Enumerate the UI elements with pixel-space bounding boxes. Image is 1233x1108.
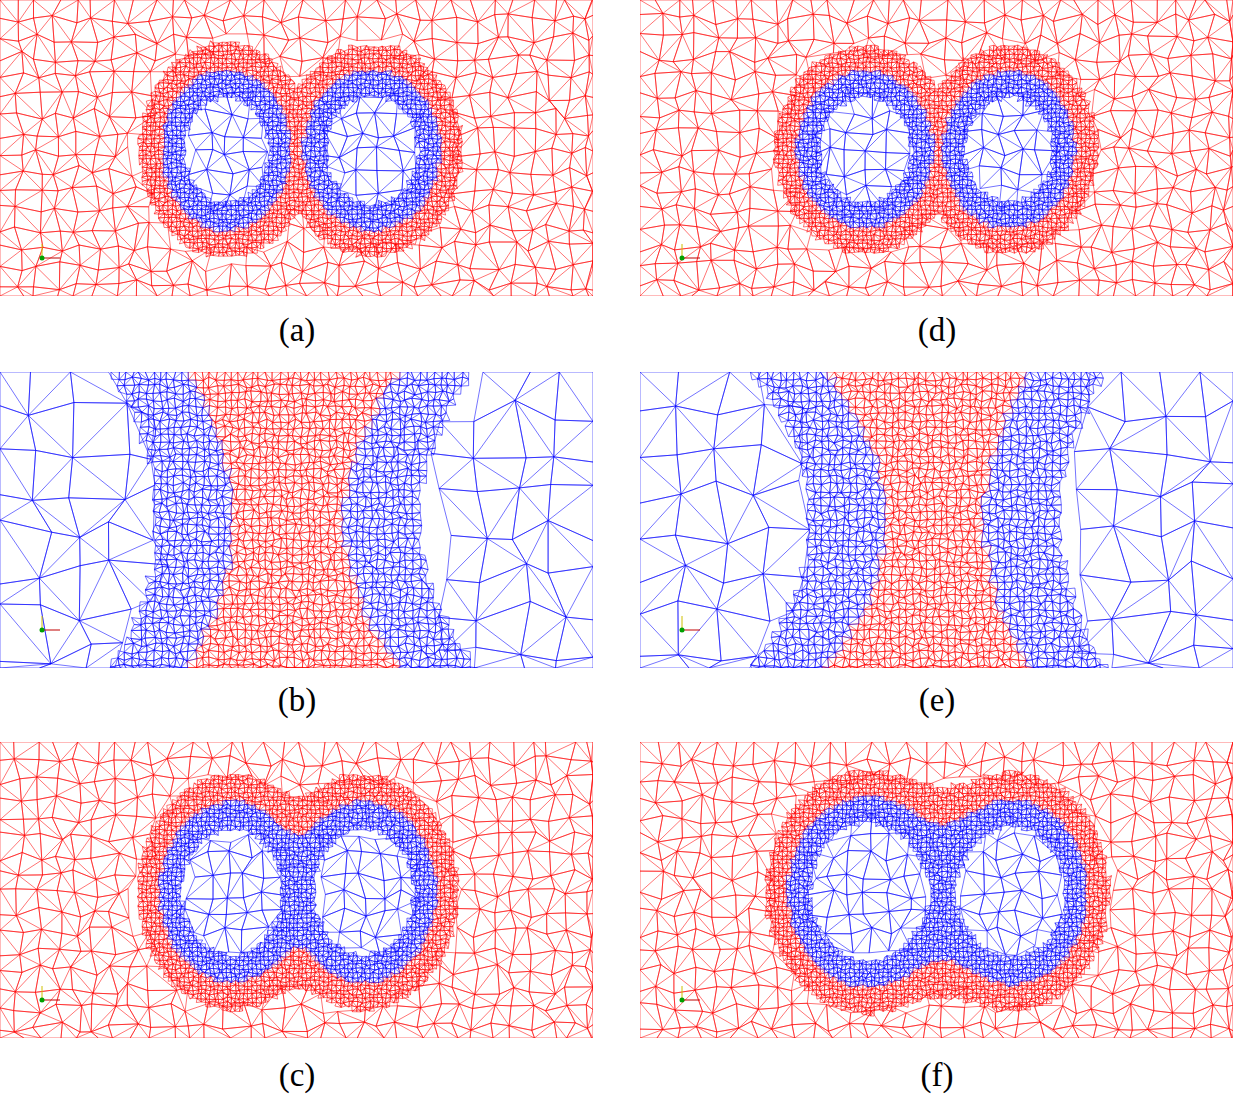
mesh-lines: [163, 70, 441, 232]
mesh-lines: [795, 70, 1078, 227]
mesh-panel: [640, 0, 1233, 296]
mesh-panel: [0, 742, 593, 1038]
axis-triad: [680, 244, 701, 261]
axis-triad: [40, 616, 61, 633]
axis-triad: [40, 986, 61, 1003]
axis-triad: [40, 244, 61, 261]
panel-label: (d): [918, 312, 956, 349]
panel-label: (e): [919, 682, 956, 719]
mesh-lines: [0, 742, 593, 1038]
mesh-lines: [786, 796, 1087, 987]
panel-label: (f): [921, 1057, 954, 1094]
mesh-lines: [640, 742, 1233, 1038]
mesh-panel: [640, 742, 1233, 1038]
axis-triad: [680, 616, 701, 633]
axis-triad: [680, 986, 701, 1003]
mesh-lines: [159, 800, 438, 983]
mesh-panel: [640, 372, 1233, 668]
mesh-panel: [0, 0, 593, 296]
mesh-lines: [640, 0, 1233, 296]
panel-label: (a): [279, 312, 316, 349]
mesh-lines: [0, 372, 593, 668]
mesh-panel: [0, 372, 593, 668]
mesh-lines: [187, 372, 400, 668]
mesh-lines: [640, 372, 1233, 668]
panel-label: (c): [279, 1057, 316, 1094]
panel-label: (b): [278, 682, 316, 719]
mesh-lines: [0, 0, 593, 296]
